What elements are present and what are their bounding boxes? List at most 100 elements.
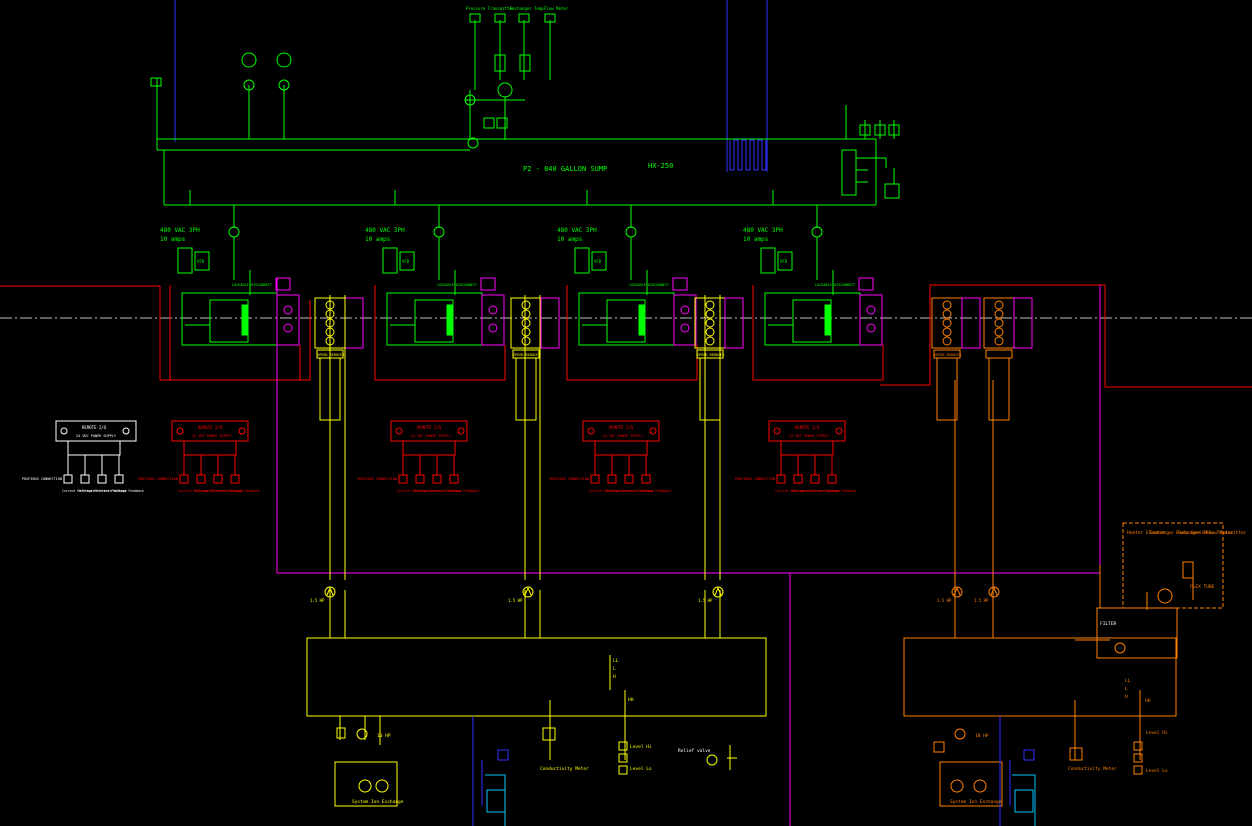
io-title: REMOTE I/O	[417, 425, 442, 430]
top-instrument-labels: Pressure Transmitter Exchanger Temp Flow…	[466, 6, 569, 11]
drive-vfd: VFD	[780, 259, 788, 264]
io-signal-label: Current Feedback	[212, 489, 243, 493]
left-ion-exchange-label: System Ion Exchange	[352, 799, 404, 805]
drive-current: 10 amps	[743, 236, 769, 243]
left-tank-blue-line	[472, 716, 509, 826]
right-pump-tag: 10 HP	[975, 733, 989, 739]
io-subtitle: 24 VDC POWER SUPPLY	[192, 434, 233, 438]
pump-tag: 1.5 HP	[508, 598, 523, 603]
pump: 1.5 HP	[937, 586, 963, 603]
drive-current: 10 amps	[160, 236, 186, 243]
transformer-label: SPEED REDUCER	[934, 353, 962, 357]
left-red-feed	[0, 285, 311, 381]
right-ion-exchange-label: System Ion Exchange	[950, 799, 1002, 805]
pump-tag: 1.5 HP	[974, 598, 989, 603]
io-signal-label: Voltage Reference	[414, 489, 447, 493]
left-pump-tag: 10 HP	[377, 733, 391, 739]
drive-disconnect: LOCKABLE DISCONNECT	[232, 283, 273, 287]
drive-disconnect: LOCKABLE DISCONNECT	[629, 283, 670, 287]
motor-box	[858, 277, 883, 346]
drive-voltage: 480 VAC 3PH	[557, 227, 597, 234]
io-signal-label: Voltage Reference	[79, 489, 112, 493]
io-signal-label: Voltage Feedback	[640, 489, 671, 493]
io-signal-label: Current Feedback	[96, 489, 127, 493]
drive-vfd: VFD	[197, 259, 205, 264]
cooling-label-2: Exchanger Temp Sensor	[1150, 530, 1207, 536]
drive-voltage: 480 VAC 3PH	[743, 227, 783, 234]
sump-tag: HX-250	[648, 162, 673, 170]
drive-disconnect: LOCKABLE DISCONNECT	[815, 283, 856, 287]
io-signal-label: Current Reference	[397, 489, 430, 493]
io-signal-label: Current Reference	[62, 489, 95, 493]
io-module: REMOTE I/O 24 VDC POWER SUPPLY Current Ref…	[357, 420, 479, 493]
right-filter-label: FILTER	[1100, 621, 1117, 627]
cooling-flex-tag: FLEX TUBE	[1190, 584, 1215, 590]
drive-vfd: VFD	[594, 259, 602, 264]
io-module: REMOTE I/O 24 VDC POWER SUPPLY Current Ref…	[549, 420, 671, 493]
io-subtitle: 24 VDC POWER SUPPLY	[603, 434, 644, 438]
right-red-feed	[880, 284, 1252, 388]
io-signal-label: Voltage Reference	[195, 489, 228, 493]
sump-title: P2 - 840 GALLON SUMP	[523, 165, 607, 173]
upper-piping	[150, 0, 900, 206]
right-tank-labels: Conductivity Meter System Ion Exchange F…	[950, 530, 1247, 805]
top-label-3: Flow Meter	[544, 6, 569, 11]
left-level-ll: LL	[613, 658, 619, 664]
drive-disconnect: LOCKABLE DISCONNECT	[437, 283, 478, 287]
left-level-hh: HH	[628, 697, 634, 703]
io-title: REMOTE I/O	[609, 425, 634, 430]
right-tank-body	[903, 637, 1177, 717]
pump-tag: 1.5 HP	[698, 598, 713, 603]
io-signal-label: Current Reference	[589, 489, 622, 493]
top-label-1: Pressure Transmitter	[466, 6, 515, 11]
left-tank-body	[306, 637, 767, 717]
io-signal-label: Current Reference	[178, 489, 211, 493]
transformer-stack: SPEED REDUCER	[931, 297, 981, 421]
transformer-stack	[983, 297, 1033, 421]
left-level-l: L	[613, 666, 616, 672]
drive-voltage: 480 VAC 3PH	[365, 227, 405, 234]
io-side-label: PROFIBUS CONNECTION	[22, 477, 62, 481]
cooling-label-4: Flow Meter	[1206, 530, 1233, 536]
right-tank	[903, 380, 1224, 807]
pump: 1.5 HP	[974, 586, 1000, 603]
io-subtitle: 24 VDC POWER SUPPLY	[411, 434, 452, 438]
io-subtitle: 24 VDC POWER SUPPLY	[789, 434, 830, 438]
io-signal-label: Voltage Feedback	[113, 489, 144, 493]
transformer-stack: SPEED REDUCER	[510, 297, 560, 421]
left-level-hi: Level Hi	[630, 744, 652, 750]
io-signal-label: Current Feedback	[431, 489, 462, 493]
io-side-label: PROFIBUS CONNECTION	[549, 477, 589, 481]
circulation-pumps: 1.5 HP 1.5 HP 1.5 HP 1.5 HP 1.5 HP	[310, 586, 1000, 603]
transformer-label: SPEED REDUCER	[697, 353, 725, 357]
right-level-hh: HH	[1145, 698, 1151, 704]
io-side-label: PROFIBUS CONNECTION	[357, 477, 397, 481]
motor-box	[672, 277, 697, 346]
pump: 1.5 HP	[508, 586, 534, 603]
io-signal-label: Current Reference	[775, 489, 808, 493]
pump: 1.5 HP	[698, 586, 724, 603]
cooling-label-1: Heater Element	[1127, 530, 1165, 536]
io-signal-label: Voltage Feedback	[826, 489, 857, 493]
left-relief-label: Relief valve	[678, 748, 711, 754]
right-level-h: H	[1125, 694, 1128, 700]
drive-current: 10 amps	[365, 236, 391, 243]
pump: 1.5 HP	[310, 586, 336, 603]
pump-tag: 1.5 HP	[310, 598, 325, 603]
right-tank-blue-line	[999, 716, 1036, 826]
transformer-label: SPEED REDUCER	[513, 353, 541, 357]
io-signal-label: Voltage Reference	[792, 489, 825, 493]
top-label-2: Exchanger Temp	[510, 6, 544, 11]
right-level-hi: Level Hi	[1146, 730, 1168, 736]
drive-current: 10 amps	[557, 236, 583, 243]
cooling-label-3: Exchanger Temp Transmitter	[1176, 530, 1247, 536]
left-tank-labels: Conductivity Meter System Ion Exchange 1…	[352, 658, 711, 805]
io-title: REMOTE I/O	[82, 425, 107, 430]
right-level-ll: LL	[1125, 678, 1131, 684]
